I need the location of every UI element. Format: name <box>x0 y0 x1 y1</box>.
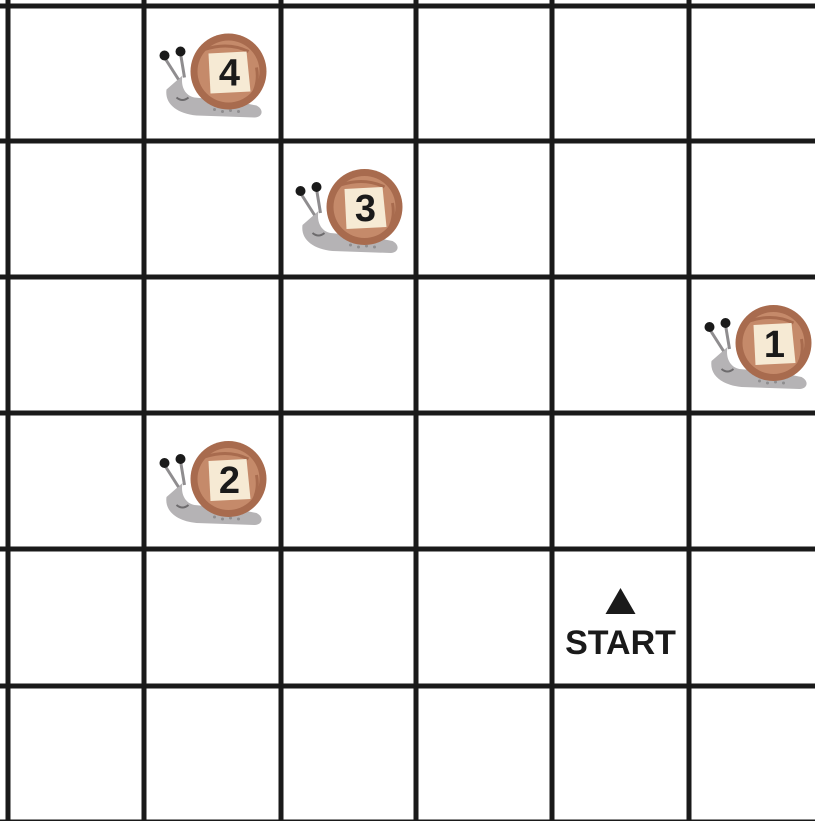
snail-eye <box>705 322 715 332</box>
board-cell[interactable] <box>416 277 552 413</box>
board-cell[interactable] <box>416 549 552 686</box>
snail-spot <box>758 380 761 383</box>
board-cell[interactable] <box>8 141 144 277</box>
snail-number: 3 <box>355 188 376 230</box>
board-cell[interactable] <box>8 549 144 686</box>
snail-spot <box>237 110 240 113</box>
start-label: START <box>565 624 676 662</box>
board-cell[interactable] <box>144 686 281 821</box>
snail-eye <box>160 51 170 61</box>
snail-spot <box>766 382 769 385</box>
board-cell[interactable] <box>689 141 815 277</box>
snail-spot <box>357 246 360 249</box>
board-cell[interactable] <box>689 549 815 686</box>
board-cell[interactable] <box>689 6 815 141</box>
board-cell[interactable] <box>552 6 689 141</box>
board-cell[interactable] <box>281 6 416 141</box>
snail-spot <box>213 516 216 519</box>
board-cell[interactable] <box>689 413 815 549</box>
snail-eye <box>176 47 186 57</box>
snail-spot <box>373 246 376 249</box>
snail-spot <box>349 244 352 247</box>
board-cell[interactable] <box>281 413 416 549</box>
snail-eye <box>176 454 186 464</box>
board-cell[interactable] <box>144 141 281 277</box>
board-cell[interactable] <box>8 686 144 821</box>
board-cell[interactable] <box>281 277 416 413</box>
board-cell[interactable] <box>416 686 552 821</box>
board-cell[interactable] <box>552 686 689 821</box>
board-cell[interactable] <box>689 686 815 821</box>
snail-spot <box>221 110 224 113</box>
snail-spot <box>213 108 216 111</box>
board-cell[interactable] <box>144 277 281 413</box>
snail-spot <box>221 518 224 521</box>
board-cell[interactable] <box>552 141 689 277</box>
snail-eye <box>312 182 322 192</box>
snail-eye <box>721 318 731 328</box>
board-cell[interactable] <box>416 141 552 277</box>
board-cell[interactable] <box>552 413 689 549</box>
board-cell[interactable] <box>281 686 416 821</box>
board-cell[interactable] <box>552 277 689 413</box>
board-cell[interactable] <box>416 6 552 141</box>
snail-eye <box>296 186 306 196</box>
board-cell[interactable] <box>552 549 689 686</box>
board-cell[interactable] <box>8 277 144 413</box>
snail-spot <box>782 382 785 385</box>
board-cell[interactable] <box>8 6 144 141</box>
board-cell[interactable] <box>144 549 281 686</box>
snail-number: 2 <box>219 460 240 502</box>
board-cell[interactable] <box>281 549 416 686</box>
board-cell[interactable] <box>8 413 144 549</box>
board-cell[interactable] <box>416 413 552 549</box>
snail-number: 4 <box>219 53 240 95</box>
snail-spot <box>237 518 240 521</box>
snail-number: 1 <box>764 324 785 366</box>
snail-eye <box>160 458 170 468</box>
